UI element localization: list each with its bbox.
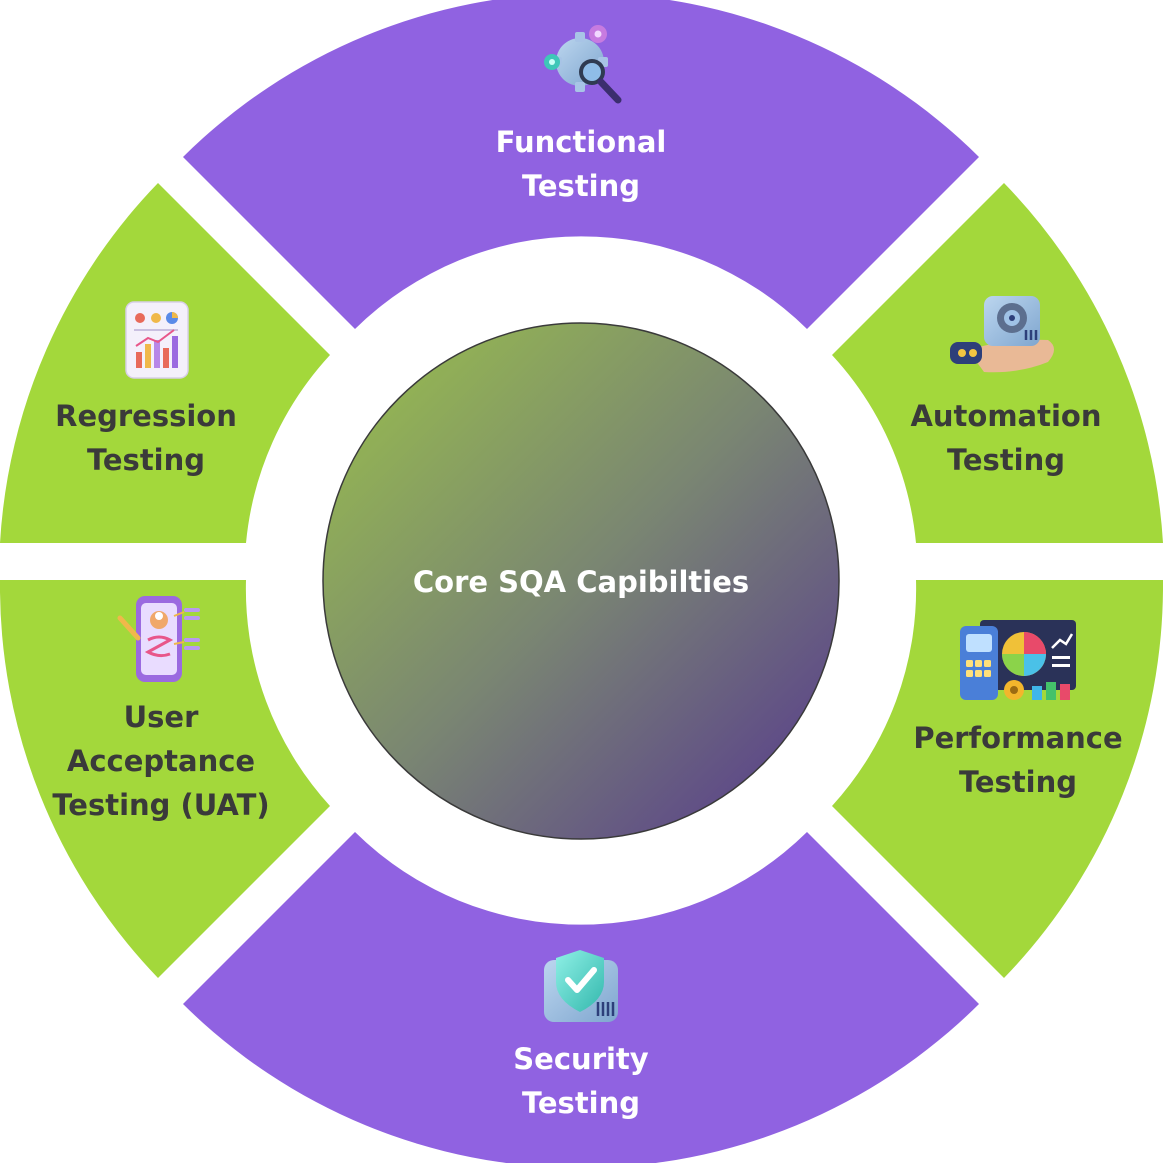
regression-label: Regression Testing: [55, 399, 237, 477]
svg-text:Testing: Testing: [87, 443, 205, 477]
svg-text:User: User: [124, 700, 199, 734]
functional-label: Functional Testing: [496, 125, 667, 203]
center-label: Core SQA Capibilties: [413, 565, 749, 599]
svg-text:Security: Security: [513, 1042, 648, 1076]
bar-chart-report-icon: [125, 301, 189, 379]
svg-text:Automation: Automation: [910, 399, 1101, 433]
automation-label: Automation Testing: [910, 399, 1101, 477]
svg-text:Testing: Testing: [522, 169, 640, 203]
performance-label: Performance Testing: [913, 721, 1122, 799]
gear-magnifier-icon: [544, 25, 622, 104]
dashboard-chart-icon: [960, 620, 1076, 700]
svg-text:Acceptance: Acceptance: [67, 744, 255, 778]
svg-text:Testing: Testing: [959, 765, 1077, 799]
svg-text:Testing: Testing: [522, 1086, 640, 1120]
svg-text:Testing (UAT): Testing (UAT): [52, 788, 269, 822]
center-circle: [322, 322, 840, 840]
uat-label: User Acceptance Testing (UAT): [52, 700, 269, 822]
svg-text:Regression: Regression: [55, 399, 237, 433]
segment-uat[interactable]: [0, 580, 330, 978]
shield-check-icon: [544, 950, 618, 1022]
robot-hand-gear-icon: [950, 296, 1054, 373]
segment-functional[interactable]: [183, 0, 979, 329]
svg-text:Functional: Functional: [496, 125, 667, 159]
segment-performance[interactable]: [832, 580, 1163, 978]
svg-text:Testing: Testing: [947, 443, 1065, 477]
mobile-app-icon: [117, 596, 200, 682]
security-label: Security Testing: [513, 1042, 648, 1120]
svg-text:Performance: Performance: [913, 721, 1122, 755]
